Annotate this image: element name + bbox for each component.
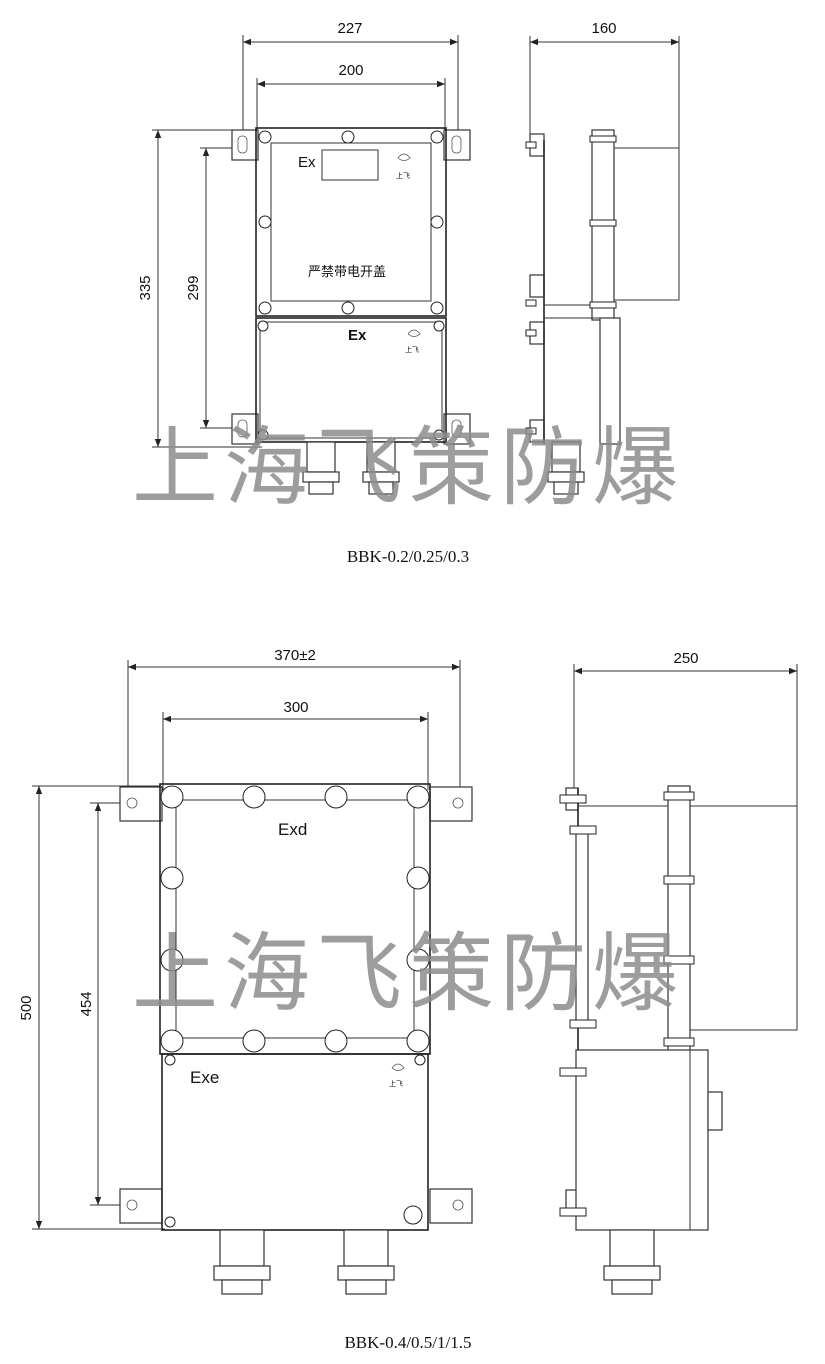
d1-logo-icon: 上飞	[396, 153, 411, 180]
d2-height-inner-label: 454	[78, 991, 95, 1016]
d2-bracket	[119, 786, 163, 822]
d2-logo-icon: 上飞	[389, 1063, 405, 1088]
d1-cable-gland	[302, 441, 340, 495]
d1-upper-bolts	[258, 130, 444, 315]
d1-top-ex-label: Ex	[298, 154, 316, 171]
watermark-top: 上海飞策防爆	[132, 418, 684, 518]
d1-depth-label: 160	[591, 20, 616, 37]
drawing2-side-view: 250	[559, 650, 798, 1295]
d2-height-outer-label: 500	[18, 995, 35, 1020]
d2-side-bolts	[559, 791, 695, 1217]
d1-side-bolts	[525, 135, 617, 435]
watermark-bottom: 上海飞策防爆	[132, 924, 684, 1024]
d1-warning-label: 严禁带电开盖	[308, 264, 386, 279]
svg-text:上飞: 上飞	[389, 1079, 403, 1088]
d2-side-lower-box	[575, 1049, 709, 1231]
d1-side-cable-gland	[547, 441, 585, 495]
drawing1-front-view: 227 200 335 299 Ex 严禁带电开盖 上飞	[137, 20, 471, 495]
d1-cable-gland	[362, 441, 400, 495]
d1-bracket	[231, 129, 259, 161]
d1-bracket	[443, 413, 471, 445]
drawing1-side-view: 160	[525, 20, 680, 495]
drawing2-caption: BBK-0.4/0.5/1/1.5	[344, 1333, 471, 1352]
drawing2-front-view: 370±2 300 500 454 Exd	[18, 647, 473, 1295]
d1-height-inner-label: 299	[185, 275, 202, 300]
d2-bracket	[429, 1188, 473, 1224]
d2-lower-enclosure	[161, 1053, 429, 1231]
d2-side-cable-gland	[603, 1229, 661, 1295]
d2-bracket	[429, 786, 473, 822]
d2-depth-label: 250	[673, 650, 698, 667]
d2-width-inner-label: 300	[283, 699, 308, 716]
d1-height-outer-label: 335	[137, 275, 154, 300]
drawing1-caption: BBK-0.2/0.25/0.3	[347, 547, 469, 566]
svg-text:上飞: 上飞	[396, 171, 410, 180]
d1-window	[321, 149, 379, 181]
d1-bracket	[231, 413, 259, 445]
d2-top-label: Exd	[278, 820, 307, 839]
d2-bottom-label: Exe	[190, 1068, 219, 1087]
d1-upper-enclosure	[255, 127, 447, 317]
d1-logo-icon: 上飞	[405, 329, 421, 354]
d2-cable-gland	[337, 1229, 395, 1295]
d1-bottom-ex-label: Ex	[348, 327, 367, 344]
d2-cable-gland	[213, 1229, 271, 1295]
d2-upper-bolts	[160, 785, 430, 1053]
d2-width-outer-label: 370±2	[274, 647, 316, 664]
d1-bracket	[443, 129, 471, 161]
d1-width-inner-label: 200	[338, 62, 363, 79]
d1-lower-enclosure	[255, 317, 447, 443]
d1-lower-bolts	[257, 320, 445, 441]
d2-bracket	[119, 1188, 163, 1224]
d1-width-outer-label: 227	[337, 20, 362, 37]
svg-text:上飞: 上飞	[405, 345, 419, 354]
